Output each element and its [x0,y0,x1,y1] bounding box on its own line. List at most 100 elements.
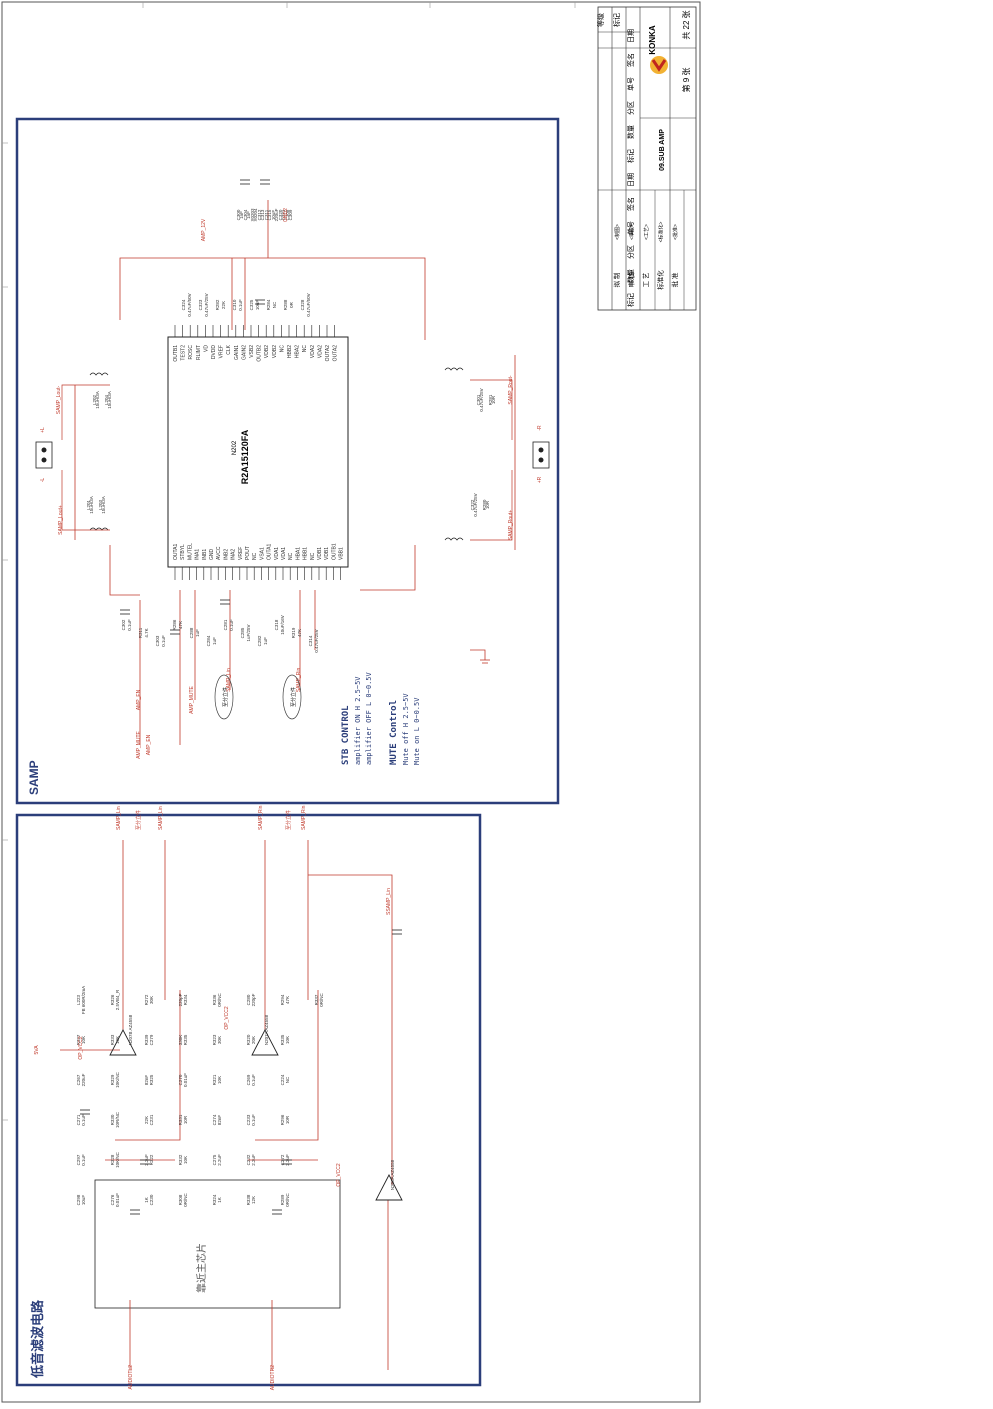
samp-part-label: X0203 [250,208,255,222]
chip-pin-label: HBB1 [303,547,309,560]
chip-pin-label: TEST2 [181,345,187,361]
title-header-cell: 分区 [626,101,635,115]
filter-part-label: 10R [285,1115,290,1124]
filter-part-label: 10K [285,1036,290,1044]
filter-part-label: R329 [110,1074,115,1085]
filter-part-label: 10K [183,1156,188,1164]
filter-part-label: 10K [81,1036,86,1044]
chip-pin-label: AVCC [216,546,222,560]
sheet-total: 共 22 张 [682,10,691,39]
filter-output-label: SSAMP_Lin [386,888,392,915]
opamp-n207b [109,1029,137,1056]
samp-part-label: 0.1uF [127,619,132,631]
chip-n202 [167,336,349,568]
samp-part-label: C282 [257,635,262,646]
samp-part-label: R319 [291,627,296,638]
filter-part-label: 0.01uF [115,1193,120,1207]
mark-label: 标记 [612,13,621,27]
samp-part-label: 0.1uF [229,619,234,631]
samp-part-label: 4.7K [144,628,149,637]
filter-part-label: C272 [280,1154,285,1165]
filter-part-label: C224 [280,1074,285,1085]
samp-part-label: 15uH/3A [107,391,112,409]
chip-pin-label: HBA1 [295,547,301,560]
chip-pin-label: ROSC [188,345,194,360]
samp-part-label: 10uF/16V [280,615,285,635]
samp-part-label: 0.47uF/50V [187,293,192,316]
samp-part-label: 1nF [246,211,251,219]
title-header-cell: 单号 [626,77,635,91]
note-ellipse-left [214,674,234,720]
samp-part-label: 0.47uF/25V [473,493,478,516]
samp-part-label: C301 [476,394,481,405]
filter-part-label: R289 [280,1194,285,1205]
note-ellipse-right [282,674,302,720]
filter-part-label: 0.01uF [183,1073,188,1087]
filter-part-label: 30K [149,996,154,1004]
chip-pin-label: VDA2 [310,345,316,358]
samp-net-label: SAMP_Lout+ [58,505,64,535]
gnd2-symbol [470,649,490,664]
filter-output-label: SAMP_Rin [258,805,264,830]
samp-part-label: C302 [121,619,126,630]
filter-opamp-label: N207A AZ4558 [264,1014,269,1045]
chip-pin-label: OUTA1 [173,543,179,560]
filter-part-label: FB 600R/2mA [81,986,86,1014]
samp-frame [15,117,560,805]
chip-pin-label: VDB1 [317,547,323,560]
filter-part-label: 10R/NC [115,1111,120,1128]
filter-part-label: C233 [246,1114,251,1125]
samp-part-label: C325 [249,299,254,310]
chip-pin-label: OUTB1 [173,345,179,362]
samp-part-label: 1uF/25V [246,624,251,641]
chip-pin-label: CLK [226,344,232,354]
filter-part-label: 10uF [81,1195,86,1206]
chip-pin-label: DVDD [211,345,217,360]
filter-part-label: R296 [280,1114,285,1125]
samp-part-label: 22K [221,301,226,309]
title-role-value: <制图> [614,224,621,240]
filter-part-label: R338 [246,1194,251,1205]
filter-part-label: C271 [76,1114,81,1125]
samp-part-label: 1nF [239,211,244,219]
filter-part-label: R322 [149,1154,154,1165]
filter-part-label: C267 [76,1074,81,1085]
chip-pin-label: INB1 [202,549,208,560]
samp-part-label: C300 [236,209,241,220]
title-role: 拟 制 [612,272,621,287]
samp-part-label: C303 [155,635,160,646]
samp-net-label: SAMP_Lout- [56,385,62,414]
chip-pin-label: NC [310,552,316,560]
samp-part-label: R311 [138,627,143,638]
filter-part-label: C280 [246,994,251,1005]
title-header-cell: 签名 [626,53,635,67]
company-name: KONKA [648,25,657,55]
samp-part-label: 10uF [255,300,260,311]
chip-pin-label: VDB2 [264,345,270,358]
samp-net-label: GND2 [283,208,289,222]
chip-pin-label: VREF [238,547,244,560]
filter-part-label: C298 [76,1194,81,1205]
connector-x0203 [35,441,53,469]
filter-part-label: C274 [212,1114,217,1125]
samp-part-label: L201 [86,499,91,510]
chip-pin-label: HBA2 [295,345,301,358]
filter-part-label: 12K [251,1196,256,1204]
filter-part-label: R321 [212,1074,217,1085]
samp-part-label: R284 [266,299,271,310]
title-role-value: <批准> [672,224,679,240]
filter-input-label: AUDIOTR2 [270,1365,276,1391]
chip-pin-label: NC [279,345,285,353]
filter-part-label: 22K [144,1116,149,1124]
samp-part-label: 10R [491,395,496,404]
chip-pin-label: HBB2 [287,345,293,358]
filter-part-label: 82nF [144,1075,149,1086]
filter-part-label: R324 [212,1194,217,1205]
samp-part-label: 0.1uF [238,299,243,311]
chip-pin-label: INA2 [231,549,237,560]
filter-part-label: R331 [178,1114,183,1125]
filter-part-label: R336 [212,994,217,1005]
chip-pin-label: OUTA2 [325,345,331,362]
filter-part-label: R335 [280,1034,285,1045]
